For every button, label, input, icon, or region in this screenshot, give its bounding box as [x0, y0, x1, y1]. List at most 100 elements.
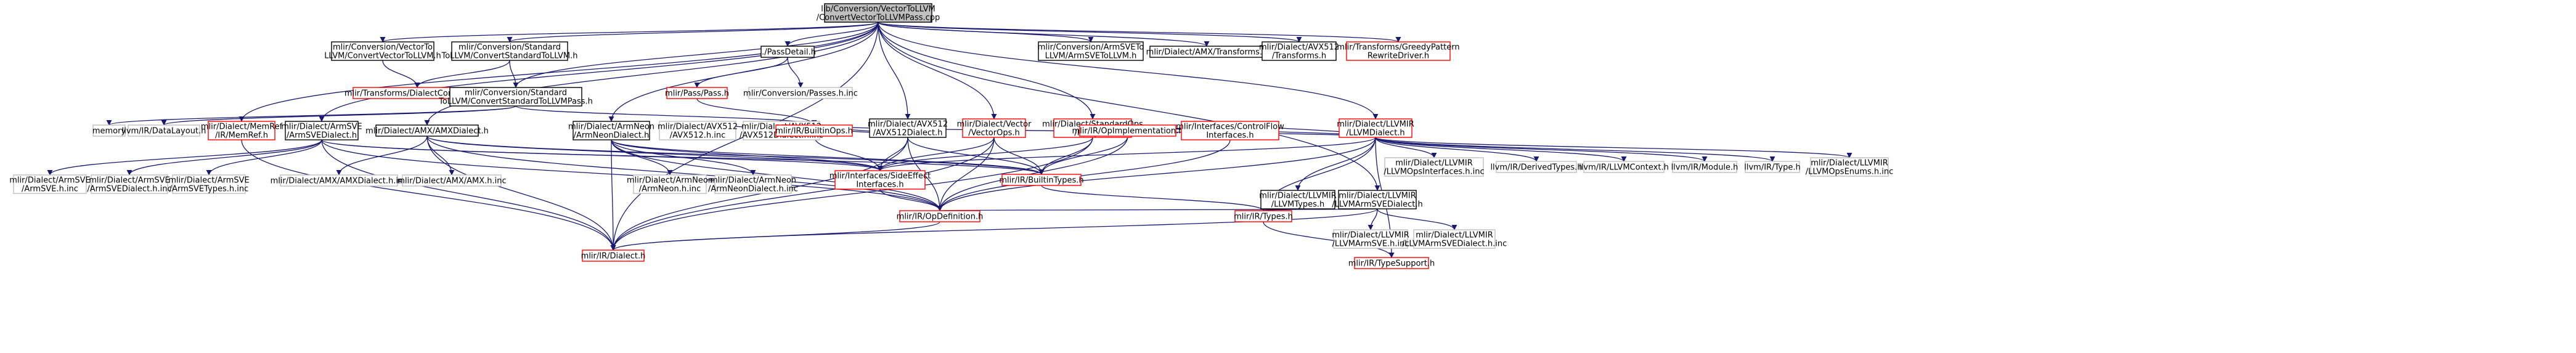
node-typesupport[interactable]: mlir/IR/TypeSupport.h [1348, 257, 1435, 269]
edge-vectorops-to-opdefinition [937, 137, 995, 211]
node-passdetail[interactable]: ../PassDetail.h [759, 46, 816, 58]
node-box [280, 174, 398, 187]
node-label: /ArmNeonDialect.h [574, 131, 650, 140]
edge-standardops-to-dialect [610, 137, 1093, 251]
node-box [91, 174, 168, 194]
node-label: LLVM/ConvertVectorToLLVM.h [324, 52, 441, 61]
node-armsve2llvm[interactable]: mlir/Conversion/ArmSVEToLLVM/ArmSVEToLLV… [1038, 41, 1144, 61]
node-irtypes[interactable]: mlir/IR/Types.h [1234, 210, 1293, 222]
node-memref[interactable]: mlir/Dialect/MemRef/IR/MemRef.h [201, 121, 283, 140]
node-label: /ConvertVectorToLLVMPass.cpp [817, 14, 940, 23]
node-label: /ArmSVEDialect.h.inc [87, 185, 171, 194]
node-box [1001, 174, 1082, 186]
node-label: mlir/Dialect/AMX/AMXDialect.h [365, 127, 489, 136]
node-label: /LLVMDialect.h [1346, 129, 1404, 138]
node-builtinops[interactable]: mlir/IR/BuiltinOps.h [775, 124, 853, 137]
node-label: mlir/Dialect/LLVMIR [1332, 231, 1409, 240]
node-box [666, 87, 728, 99]
node-label: mlir/Conversion/ArmSVETo [1038, 43, 1144, 52]
node-builtintypes[interactable]: mlir/IR/BuiltinTypes.h [999, 174, 1084, 186]
node-label: mlir/Dialect/ArmSVE [89, 176, 169, 185]
node-label: mlir/Dialect/LLVMIR [1811, 159, 1888, 168]
edge-amxdialect-to-amxdialect_inc [336, 136, 428, 176]
edge-llvmdialect-to-llvmopenums [1375, 137, 1853, 158]
edge-std2llvm-to-dialectconversion [414, 60, 510, 88]
node-box [714, 174, 792, 194]
edge-armsvedialect-to-dialect [321, 139, 616, 251]
node-label: mlir/Interfaces/SideEffect [829, 172, 931, 181]
node-label: mlir/Dialect/AMX/AMXDialect.h.inc [271, 177, 408, 186]
edge-root-to-greedy [878, 22, 1401, 43]
edge-vectorops-to-dialect [610, 137, 995, 251]
node-vectorops[interactable]: mlir/Dialect/Vector/VectorOps.h [957, 118, 1032, 138]
node-passes_inc: mlir/Conversion/Passes.h.inc [743, 87, 858, 99]
node-box [285, 121, 359, 140]
node-label: mlir/Dialect/Vector [957, 120, 1032, 129]
node-pass[interactable]: mlir/Pass/Pass.h [665, 87, 729, 99]
node-label: mlir/Dialect/AMX/AMX.h.inc [397, 177, 506, 186]
node-amxdialect[interactable]: mlir/Dialect/AMX/AMXDialect.h [365, 124, 489, 137]
node-greedy[interactable]: mlir/Transforms/GreedyPatternRewriteDriv… [1337, 41, 1460, 61]
edge-root-to-standardops [878, 22, 1096, 120]
node-label: /IR/MemRef.h [215, 131, 268, 140]
node-armsve_h_inc: mlir/Dialect/ArmSVE/ArmSVE.h.inc [9, 174, 91, 194]
node-root: lib/Conversion/VectorToLLVM/ConvertVecto… [817, 3, 940, 23]
edge-opimpl-to-opdefinition [937, 136, 1128, 211]
node-vec2llvm[interactable]: mlir/Conversion/VectorToLLVM/ConvertVect… [324, 41, 441, 61]
node-box [1810, 157, 1889, 177]
node-box [1038, 41, 1144, 61]
node-label: /ArmSVE.h.inc [22, 185, 78, 194]
node-avx512transforms[interactable]: mlir/Dialect/AVX512/Transforms.h [1259, 41, 1339, 61]
edge-controlflow-to-opdefinition [937, 139, 1231, 211]
edge-armneondialect-to-builtintypes [611, 139, 1045, 175]
edge-llvmdialect-to-llvmmodule [1375, 137, 1708, 162]
node-avx512dialect[interactable]: mlir/Dialect/AVX512/AVX512Dialect.h [868, 118, 948, 138]
node-armneondialect[interactable]: mlir/Dialect/ArmNeon/ArmNeonDialect.h [568, 121, 654, 140]
node-llvmarmsvedialect[interactable]: mlir/Dialect/LLVMIR/LLVMArmSVEDialect.h [1332, 190, 1423, 209]
node-label: /LLVMArmSVEDialect.h.inc [1402, 240, 1507, 249]
node-box [1346, 41, 1451, 61]
node-label: mlir/Dialect/LLVMIR [1259, 192, 1336, 201]
edge-vectorops-to-sideeffect [877, 137, 995, 171]
node-derivedtypes: llvm/IR/DerivedTypes.h [1490, 161, 1583, 173]
node-llvmtypes[interactable]: mlir/Dialect/LLVMIR/LLVMTypes.h [1259, 190, 1337, 209]
node-label: mlir/Pass/Pass.h [665, 89, 729, 99]
node-convstdpass[interactable]: mlir/Conversion/StandardToLLVM/ConvertSt… [438, 87, 593, 107]
node-box [375, 124, 479, 137]
edge-llvmdialect-to-llvmtypes [1295, 137, 1376, 191]
node-label: mlir/IR/BuiltinOps.h [775, 127, 853, 136]
node-box [402, 174, 502, 187]
edge-armsvedialect-to-opdefinition [321, 139, 943, 211]
node-box [1338, 190, 1417, 209]
node-label: mlir/Dialect/LLVMIR [1416, 231, 1493, 240]
node-box [582, 250, 645, 262]
edge-irtypes-to-typesupport [1263, 221, 1395, 258]
edge-armsvedialect-to-armsvetypes_inc [206, 139, 322, 176]
node-label: /LLVMTypes.h [1271, 200, 1325, 209]
node-label: mlir/Interfaces/ControlFlow [1176, 123, 1284, 132]
node-amxtransforms[interactable]: mlir/Dialect/AMX/Transforms.h [1146, 46, 1268, 58]
node-label: mlir/Dialect/ArmSVE [9, 176, 90, 185]
edge-root-to-llvmdialect [878, 22, 1379, 120]
edge-pass-to-builtinops [696, 98, 817, 126]
node-label: llvm/IR/LLVMContext.h [1579, 163, 1669, 172]
node-opimpl[interactable]: mlir/IR/OpImplementation.h [1072, 124, 1184, 137]
node-opdefinition[interactable]: mlir/IR/OpDefinition.h [897, 210, 984, 222]
node-box [13, 174, 87, 194]
edge-llvmdialect-to-llvmopsinterfaces [1375, 137, 1437, 158]
edge-root-to-armsvedialect [319, 22, 879, 122]
node-label: mlir/Conversion/Standard [459, 43, 561, 52]
node-armsvedialect[interactable]: mlir/Dialect/ArmSVE/ArmSVEDialect.h [281, 121, 362, 140]
node-dialect[interactable]: mlir/IR/Dialect.h [581, 250, 646, 262]
node-std2llvm[interactable]: mlir/Conversion/StandardToLLVM/ConvertSt… [441, 41, 578, 61]
node-label: /Transforms.h [1272, 52, 1326, 61]
node-label: mlir/Dialect/LLVMIR [1337, 120, 1414, 129]
node-label: ToLLVM/ConvertStandardToLLVM.h [441, 52, 578, 61]
edge-llvmdialect-to-llvmtype [1375, 137, 1775, 162]
node-llvmdialect[interactable]: mlir/Dialect/LLVMIR/LLVMDialect.h [1337, 118, 1414, 138]
edge-vec2llvm-to-dialectconversion [382, 60, 420, 88]
node-label: /AVX512Dialect.h [873, 129, 943, 138]
